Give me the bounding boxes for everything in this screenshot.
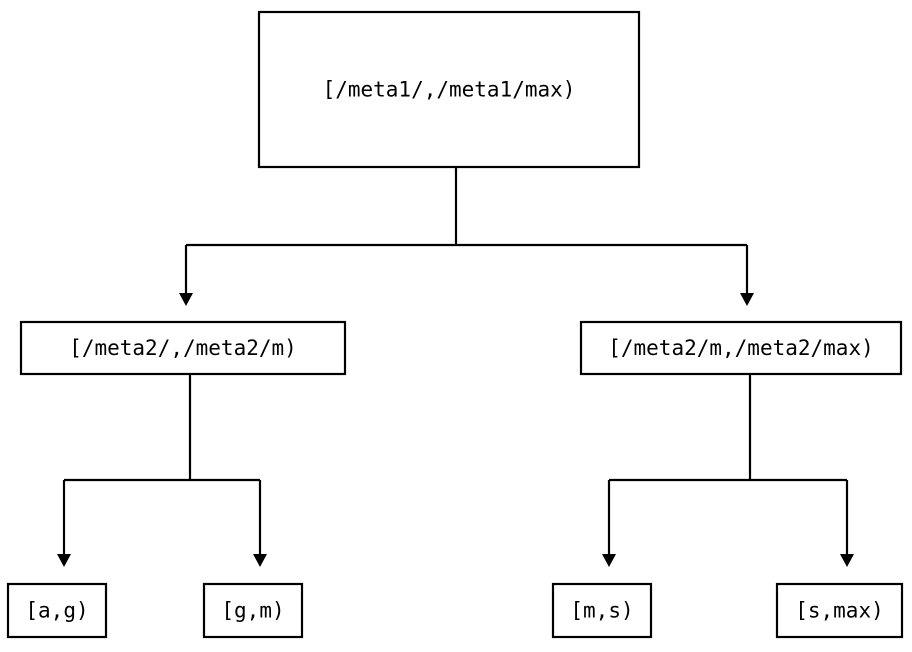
node-leaf-ms[interactable]: [m,s)	[551, 582, 653, 639]
node-box-leaf-ms[interactable]	[551, 582, 653, 639]
arrow-head-icon	[840, 554, 854, 567]
arrow-head-icon	[253, 554, 267, 567]
edge-midleft-gm	[190, 478, 267, 567]
node-mid-left[interactable]: [/meta2/,/meta2/m)	[19, 320, 347, 376]
edge-root-mid-left	[179, 167, 458, 306]
node-label-mid-right: [/meta2/m,/meta2/max)	[608, 336, 874, 360]
node-label-leaf-ms: [m,s)	[570, 599, 633, 623]
edge-midright-ms	[602, 374, 752, 567]
node-label-leaf-ag: [a,g)	[25, 599, 88, 623]
node-box-mid-right[interactable]	[579, 320, 903, 376]
arrow-head-icon	[740, 293, 754, 306]
arrow-head-icon	[179, 293, 193, 306]
node-box-leaf-gm[interactable]	[202, 582, 304, 639]
edges-layer	[57, 167, 854, 567]
node-box-mid-left[interactable]	[19, 320, 347, 376]
node-leaf-gm[interactable]: [g,m)	[202, 582, 304, 639]
node-box-leaf-smax[interactable]	[775, 582, 904, 639]
arrow-head-icon	[57, 554, 71, 567]
node-root[interactable]: [/meta1/,/meta1/max)	[257, 10, 641, 169]
node-box-root[interactable]	[257, 10, 641, 169]
nodes-layer: [/meta1/,/meta1/max) [/meta2/,/meta2/m) [/…	[6, 10, 904, 639]
node-label-leaf-gm: [g,m)	[221, 599, 284, 623]
edge-midleft-ag	[57, 374, 192, 567]
node-mid-right[interactable]: [/meta2/m,/meta2/max)	[579, 320, 903, 376]
node-label-leaf-smax: [s,max)	[795, 599, 884, 623]
arrow-head-icon	[602, 554, 616, 567]
node-label-root: [/meta1/,/meta1/max)	[323, 78, 576, 102]
node-label-mid-left: [/meta2/,/meta2/m)	[69, 336, 297, 360]
edge-midright-smax	[750, 478, 854, 567]
node-leaf-ag[interactable]: [a,g)	[6, 582, 108, 639]
node-box-leaf-ag[interactable]	[6, 582, 108, 639]
node-leaf-smax[interactable]: [s,max)	[775, 582, 904, 639]
edge-root-mid-right	[456, 243, 754, 306]
